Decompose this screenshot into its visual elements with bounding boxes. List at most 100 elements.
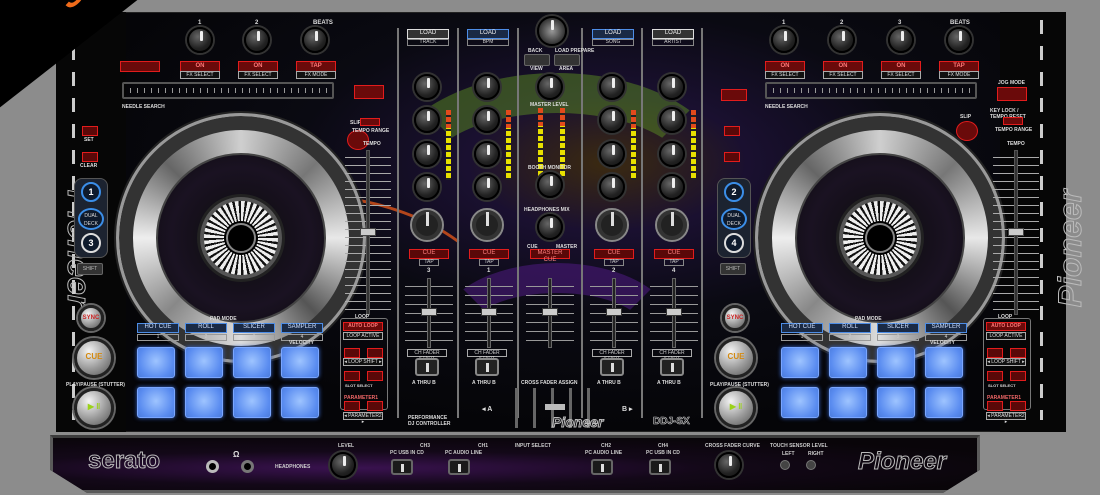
slip-button-right[interactable] bbox=[956, 121, 978, 141]
shift-button-right[interactable]: SHIFT bbox=[720, 263, 746, 275]
headphone-jack-small[interactable] bbox=[241, 460, 254, 473]
low-knob-ch3[interactable] bbox=[414, 174, 440, 200]
perf-pad-left-2[interactable] bbox=[185, 347, 223, 378]
hot-cue-mode-left[interactable]: HOT CUE bbox=[137, 323, 179, 333]
trim-knob-ch4[interactable] bbox=[659, 74, 685, 100]
crossfader[interactable] bbox=[505, 388, 605, 428]
tempo-range-button-right[interactable] bbox=[1003, 117, 1023, 125]
auto-loop-button-left[interactable]: AUTO LOOP bbox=[343, 322, 383, 331]
load-prepare-button[interactable] bbox=[554, 54, 580, 66]
perf-pad-left-8[interactable] bbox=[281, 387, 319, 418]
hi-knob-ch2[interactable] bbox=[599, 107, 625, 133]
input-select-ch4[interactable] bbox=[649, 459, 671, 475]
sampler-volume-fader[interactable] bbox=[526, 278, 574, 348]
tempo-slider-right[interactable] bbox=[993, 150, 1039, 315]
perf-pad-left-1[interactable] bbox=[137, 347, 175, 378]
load-button-ch1[interactable]: LOAD bbox=[467, 29, 509, 39]
input-select-ch1[interactable] bbox=[448, 459, 470, 475]
perf-pad-right-1[interactable] bbox=[781, 347, 819, 378]
fx1-knob-left[interactable] bbox=[187, 27, 213, 53]
loop-out-button-left[interactable] bbox=[367, 348, 383, 358]
param-plus-button-left[interactable] bbox=[367, 401, 383, 411]
tempo-slider-left[interactable] bbox=[345, 150, 391, 315]
perf-pad-right-3[interactable] bbox=[877, 347, 915, 378]
filter-knob-ch1[interactable] bbox=[470, 208, 504, 242]
channel-fader-4[interactable] bbox=[650, 278, 698, 348]
loop-half-button-right[interactable] bbox=[987, 371, 1003, 381]
slip-button-left[interactable] bbox=[347, 130, 369, 150]
tempo-range-button-left[interactable] bbox=[360, 118, 380, 126]
cue-button-ch4[interactable]: CUE bbox=[654, 249, 694, 259]
slicer-mode-right[interactable]: SLICER bbox=[877, 323, 919, 333]
cue-button-left[interactable]: CUE bbox=[74, 338, 114, 378]
fx1-knob-right[interactable] bbox=[771, 27, 797, 53]
loop-out-button-right[interactable] bbox=[1010, 348, 1026, 358]
sync-button-left[interactable]: SYNC bbox=[78, 305, 104, 331]
perf-pad-left-5[interactable] bbox=[137, 387, 175, 418]
hi-knob-ch1[interactable] bbox=[474, 107, 500, 133]
loop-double-button-left[interactable] bbox=[367, 371, 383, 381]
jog-mode-button-right[interactable] bbox=[997, 87, 1027, 101]
sync-button-right[interactable]: SYNC bbox=[722, 305, 748, 331]
hi-knob-ch3[interactable] bbox=[414, 107, 440, 133]
back-button[interactable] bbox=[524, 54, 550, 66]
channel-fader-1[interactable] bbox=[465, 278, 513, 348]
low-knob-ch4[interactable] bbox=[659, 174, 685, 200]
load-button-ch3[interactable]: LOAD bbox=[407, 29, 449, 39]
set-button-left[interactable] bbox=[82, 126, 98, 136]
hot-cue-mode-right[interactable]: HOT CUE bbox=[781, 323, 823, 333]
trim-knob-ch3[interactable] bbox=[414, 74, 440, 100]
loop-half-button-left[interactable] bbox=[344, 371, 360, 381]
channel-fader-3[interactable] bbox=[405, 278, 453, 348]
loop-in-button-right[interactable] bbox=[987, 348, 1003, 358]
play-pause-button-left[interactable]: ▶ ‖ bbox=[74, 388, 114, 428]
perf-pad-right-8[interactable] bbox=[925, 387, 963, 418]
sampler-mode-right[interactable]: SAMPLER bbox=[925, 323, 967, 333]
mid-knob-ch4[interactable] bbox=[659, 141, 685, 167]
cue-button-right[interactable]: CUE bbox=[716, 338, 756, 378]
headphones-mix-knob[interactable] bbox=[537, 214, 563, 240]
perf-pad-right-6[interactable] bbox=[829, 387, 867, 418]
perf-pad-right-2[interactable] bbox=[829, 347, 867, 378]
perf-pad-left-6[interactable] bbox=[185, 387, 223, 418]
master-level-knob[interactable] bbox=[537, 74, 563, 100]
deck-1-button[interactable]: 1 bbox=[81, 182, 101, 202]
fx2-knob-right[interactable] bbox=[829, 27, 855, 53]
touch-sensor-left-trim[interactable] bbox=[780, 460, 790, 470]
beats-knob-left[interactable] bbox=[302, 27, 328, 53]
input-select-ch2[interactable] bbox=[591, 459, 613, 475]
input-select-ch3[interactable] bbox=[391, 459, 413, 475]
xfader-assign-ch4[interactable] bbox=[660, 358, 684, 376]
cue-button-ch2[interactable]: CUE bbox=[594, 249, 634, 259]
cue-button-ch3[interactable]: CUE bbox=[409, 249, 449, 259]
clear-button-left[interactable] bbox=[82, 152, 98, 162]
browse-rotary-knob[interactable] bbox=[537, 16, 567, 46]
param-minus-button-left[interactable] bbox=[344, 401, 360, 411]
slicer-mode-left[interactable]: SLICER bbox=[233, 323, 275, 333]
master-cue-button[interactable]: MASTER CUE bbox=[530, 249, 570, 263]
perf-pad-left-4[interactable] bbox=[281, 347, 319, 378]
jog-wheel-left[interactable] bbox=[116, 113, 366, 363]
xfader-assign-ch2[interactable] bbox=[600, 358, 624, 376]
needle-search-strip-right[interactable] bbox=[765, 82, 977, 99]
loop-in-button-left[interactable] bbox=[344, 348, 360, 358]
load-button-ch4[interactable]: LOAD bbox=[652, 29, 694, 39]
mic-level-knob[interactable] bbox=[330, 452, 356, 478]
deck-2-button[interactable]: 2 bbox=[724, 182, 744, 202]
xfader-assign-ch1[interactable] bbox=[475, 358, 499, 376]
roll-mode-left[interactable]: ROLL bbox=[185, 323, 227, 333]
perf-pad-left-7[interactable] bbox=[233, 387, 271, 418]
cue-button-ch1[interactable]: CUE bbox=[469, 249, 509, 259]
roll-mode-right[interactable]: ROLL bbox=[829, 323, 871, 333]
censor-button-right[interactable] bbox=[721, 89, 747, 101]
filter-knob-ch3[interactable] bbox=[410, 208, 444, 242]
set-button-right[interactable] bbox=[724, 126, 740, 136]
auto-loop-button-right[interactable]: AUTO LOOP bbox=[986, 322, 1026, 331]
hi-knob-ch4[interactable] bbox=[659, 107, 685, 133]
headphone-jack-large[interactable] bbox=[206, 460, 219, 473]
loop-double-button-right[interactable] bbox=[1010, 371, 1026, 381]
perf-pad-right-5[interactable] bbox=[781, 387, 819, 418]
sampler-mode-left[interactable]: SAMPLER bbox=[281, 323, 323, 333]
mid-knob-ch3[interactable] bbox=[414, 141, 440, 167]
mid-knob-ch1[interactable] bbox=[474, 141, 500, 167]
